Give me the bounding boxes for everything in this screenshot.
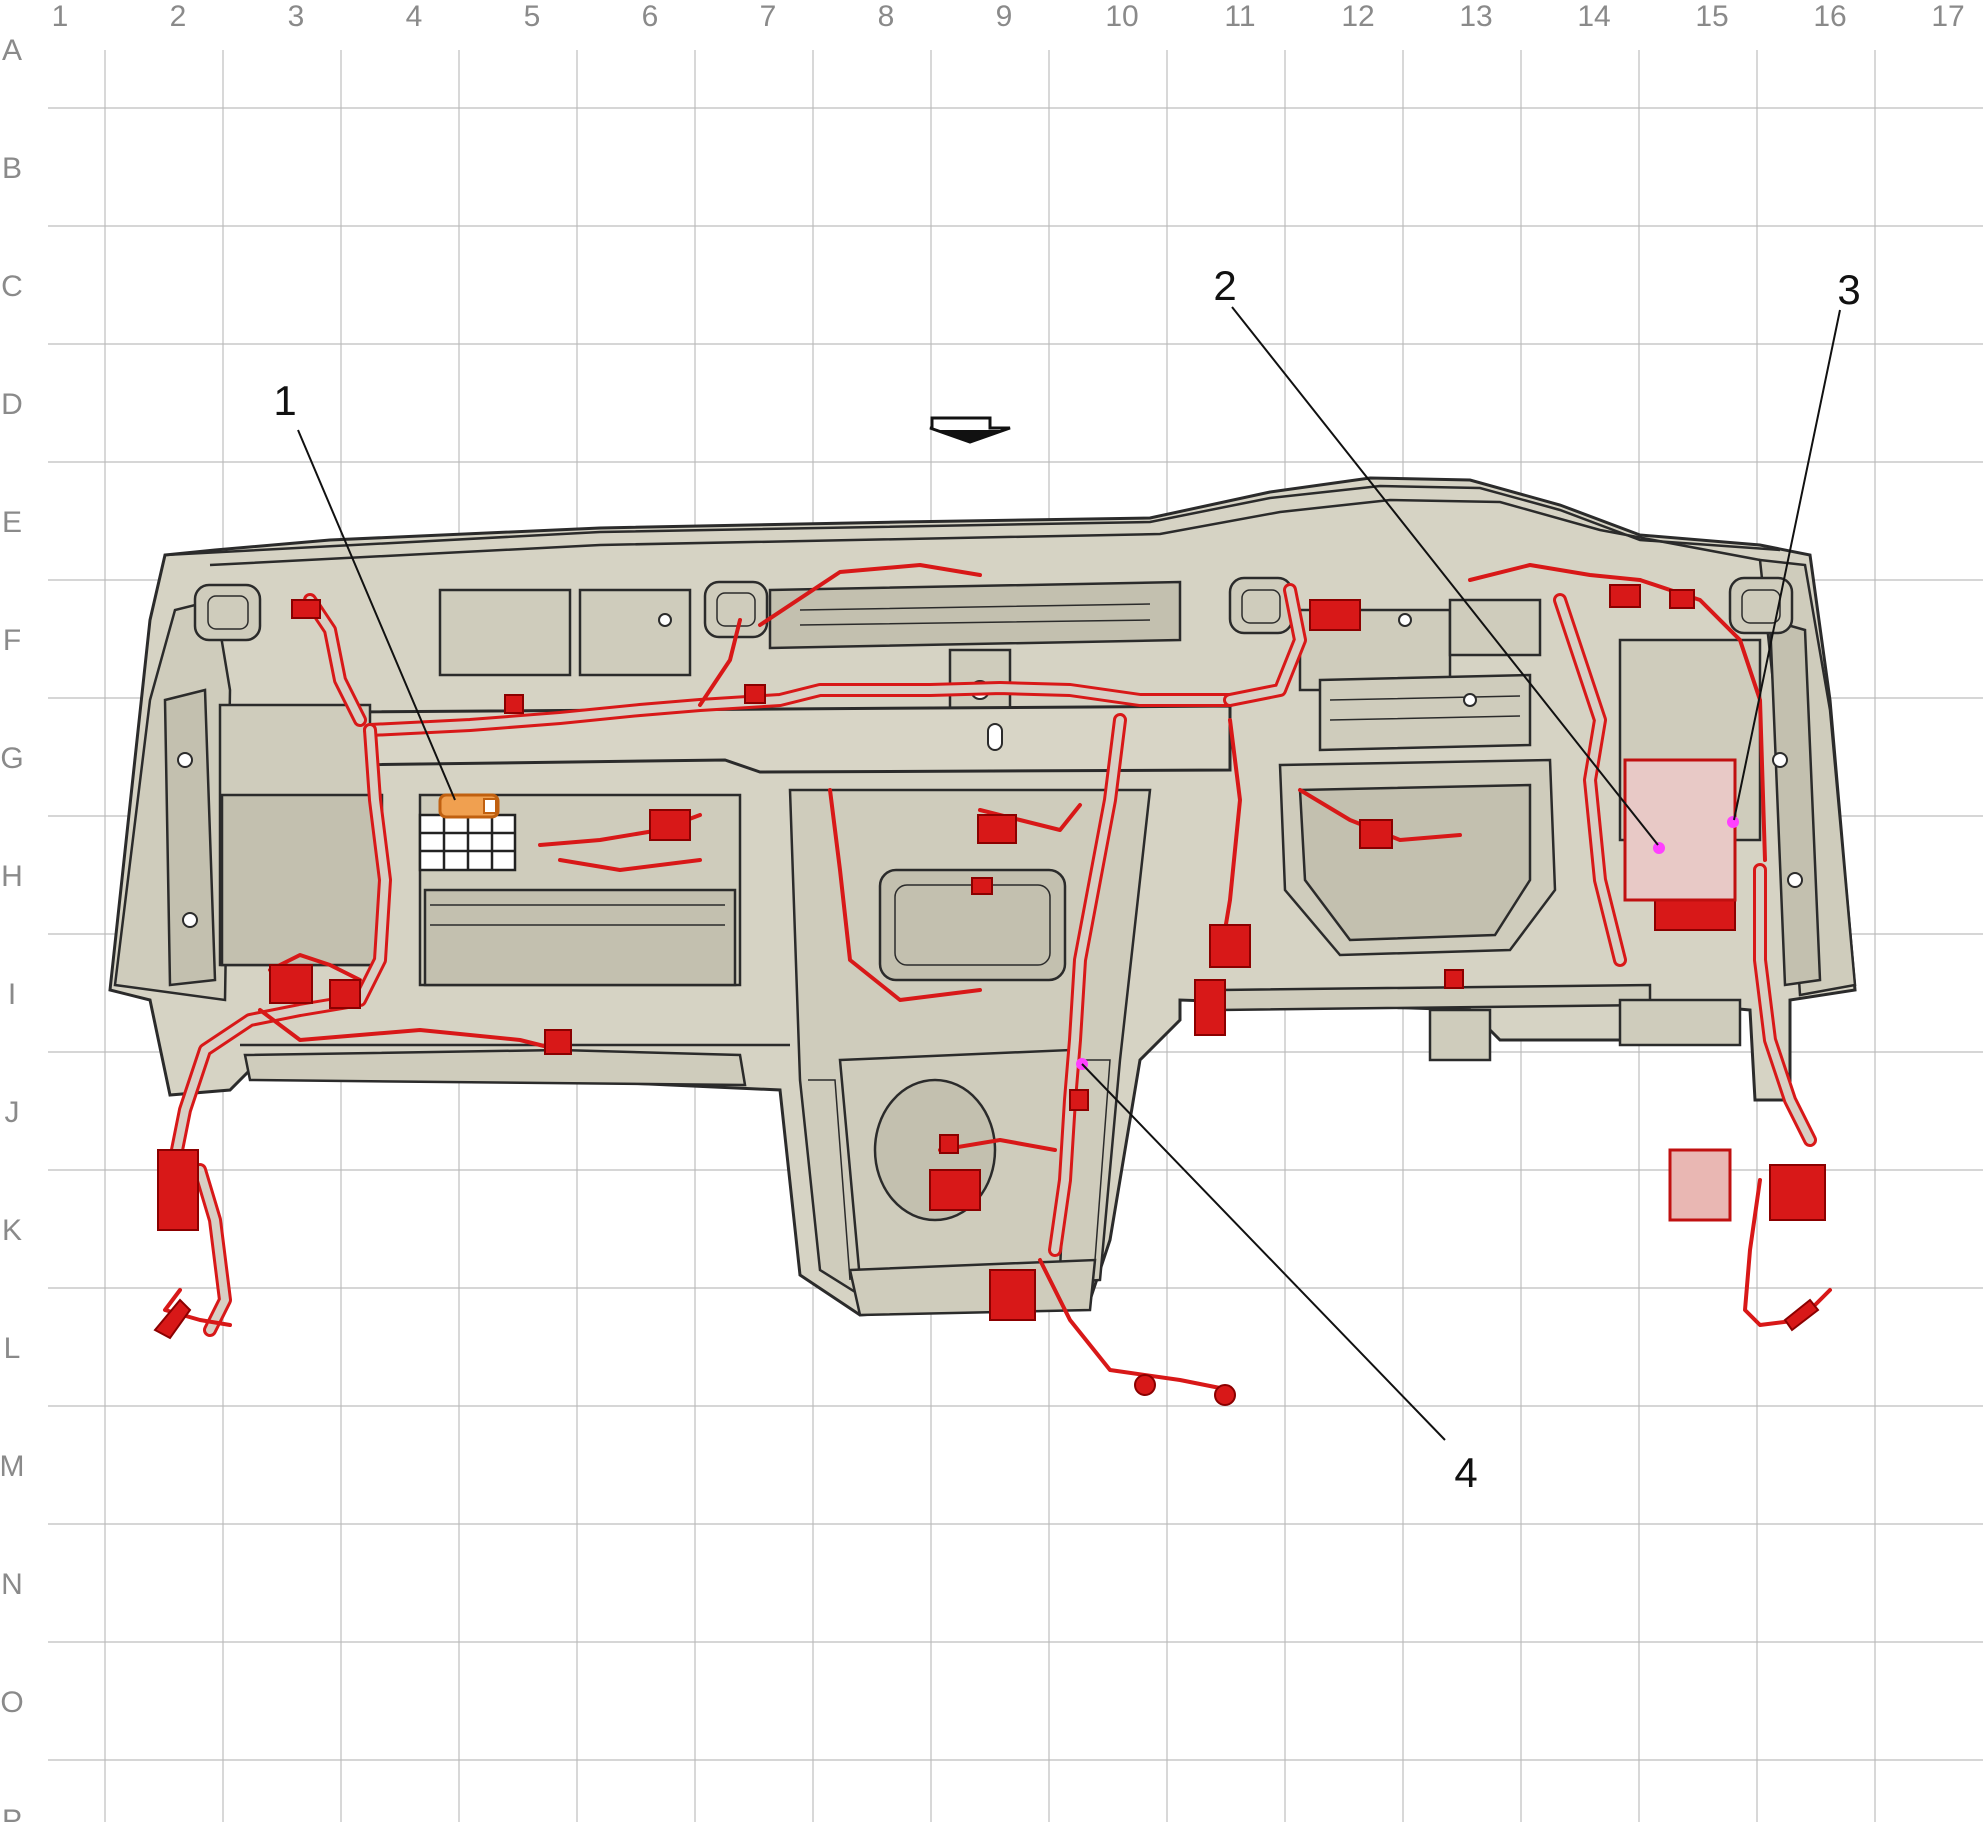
grid-column-label: 7 [760,0,777,33]
arrow-down-icon [929,416,1011,444]
grid-column-label: 2 [170,0,187,33]
grid-row-label: P [2,1804,22,1822]
callout-leaders [297,306,1841,1441]
wiring-harness [153,563,1832,1406]
grid-row-label: F [3,624,21,657]
grid-column-label: 4 [406,0,423,33]
grid-row-label: K [2,1214,22,1247]
grid-column-label: 9 [996,0,1013,33]
grid-row-label: N [1,1568,23,1601]
grid-column-label: 3 [288,0,305,33]
connection-point-3 [1727,816,1739,828]
grid-column-label: 8 [878,0,895,33]
callout-1-leader [297,429,456,801]
grid-column-label: 11 [1224,0,1255,33]
callout-2-leader [1231,306,1659,846]
grid-row-label: B [2,152,22,185]
callout-3-label: 3 [1837,266,1860,313]
grid-column-label: 16 [1813,0,1846,33]
grid-row-label: E [2,506,22,539]
callout-4-leader [1081,1063,1446,1441]
grid-row-labels: A B C D E F G H I J K L M N O P [0,34,25,1822]
grid-column-label: 15 [1695,0,1728,33]
grid-row-label: C [1,270,23,303]
grid-column-label: 5 [524,0,541,33]
grid-row-label: G [0,742,23,775]
callout-2-label: 2 [1213,262,1236,309]
grid-row-label: I [8,978,16,1011]
grid-column-label: 12 [1341,0,1374,33]
instrument-panel-body [108,476,1857,1317]
callout-3-leader [1733,309,1841,821]
grid-column-label: 14 [1577,0,1610,33]
callout-1-label: 1 [273,377,296,424]
grid-row-label: D [1,388,23,421]
grid-row-label: H [1,860,23,893]
grid-column-label: 13 [1459,0,1492,33]
relay-grid-module [418,813,517,872]
grid-column-label: 17 [1931,0,1964,33]
grid-row-label: M [0,1450,25,1483]
callout-4-label: 4 [1454,1449,1477,1496]
grid-row-label: A [2,34,22,67]
callout-labels: 1 2 3 4 [273,262,1860,1496]
grid-row-label: L [4,1332,21,1365]
grid-column-label: 10 [1105,0,1138,33]
grid-column-label: 1 [52,0,69,33]
grid-row-label: J [5,1096,20,1129]
grid-column-label: 6 [642,0,659,33]
connection-point-2 [1653,842,1665,854]
grid-row-label: O [0,1686,23,1719]
